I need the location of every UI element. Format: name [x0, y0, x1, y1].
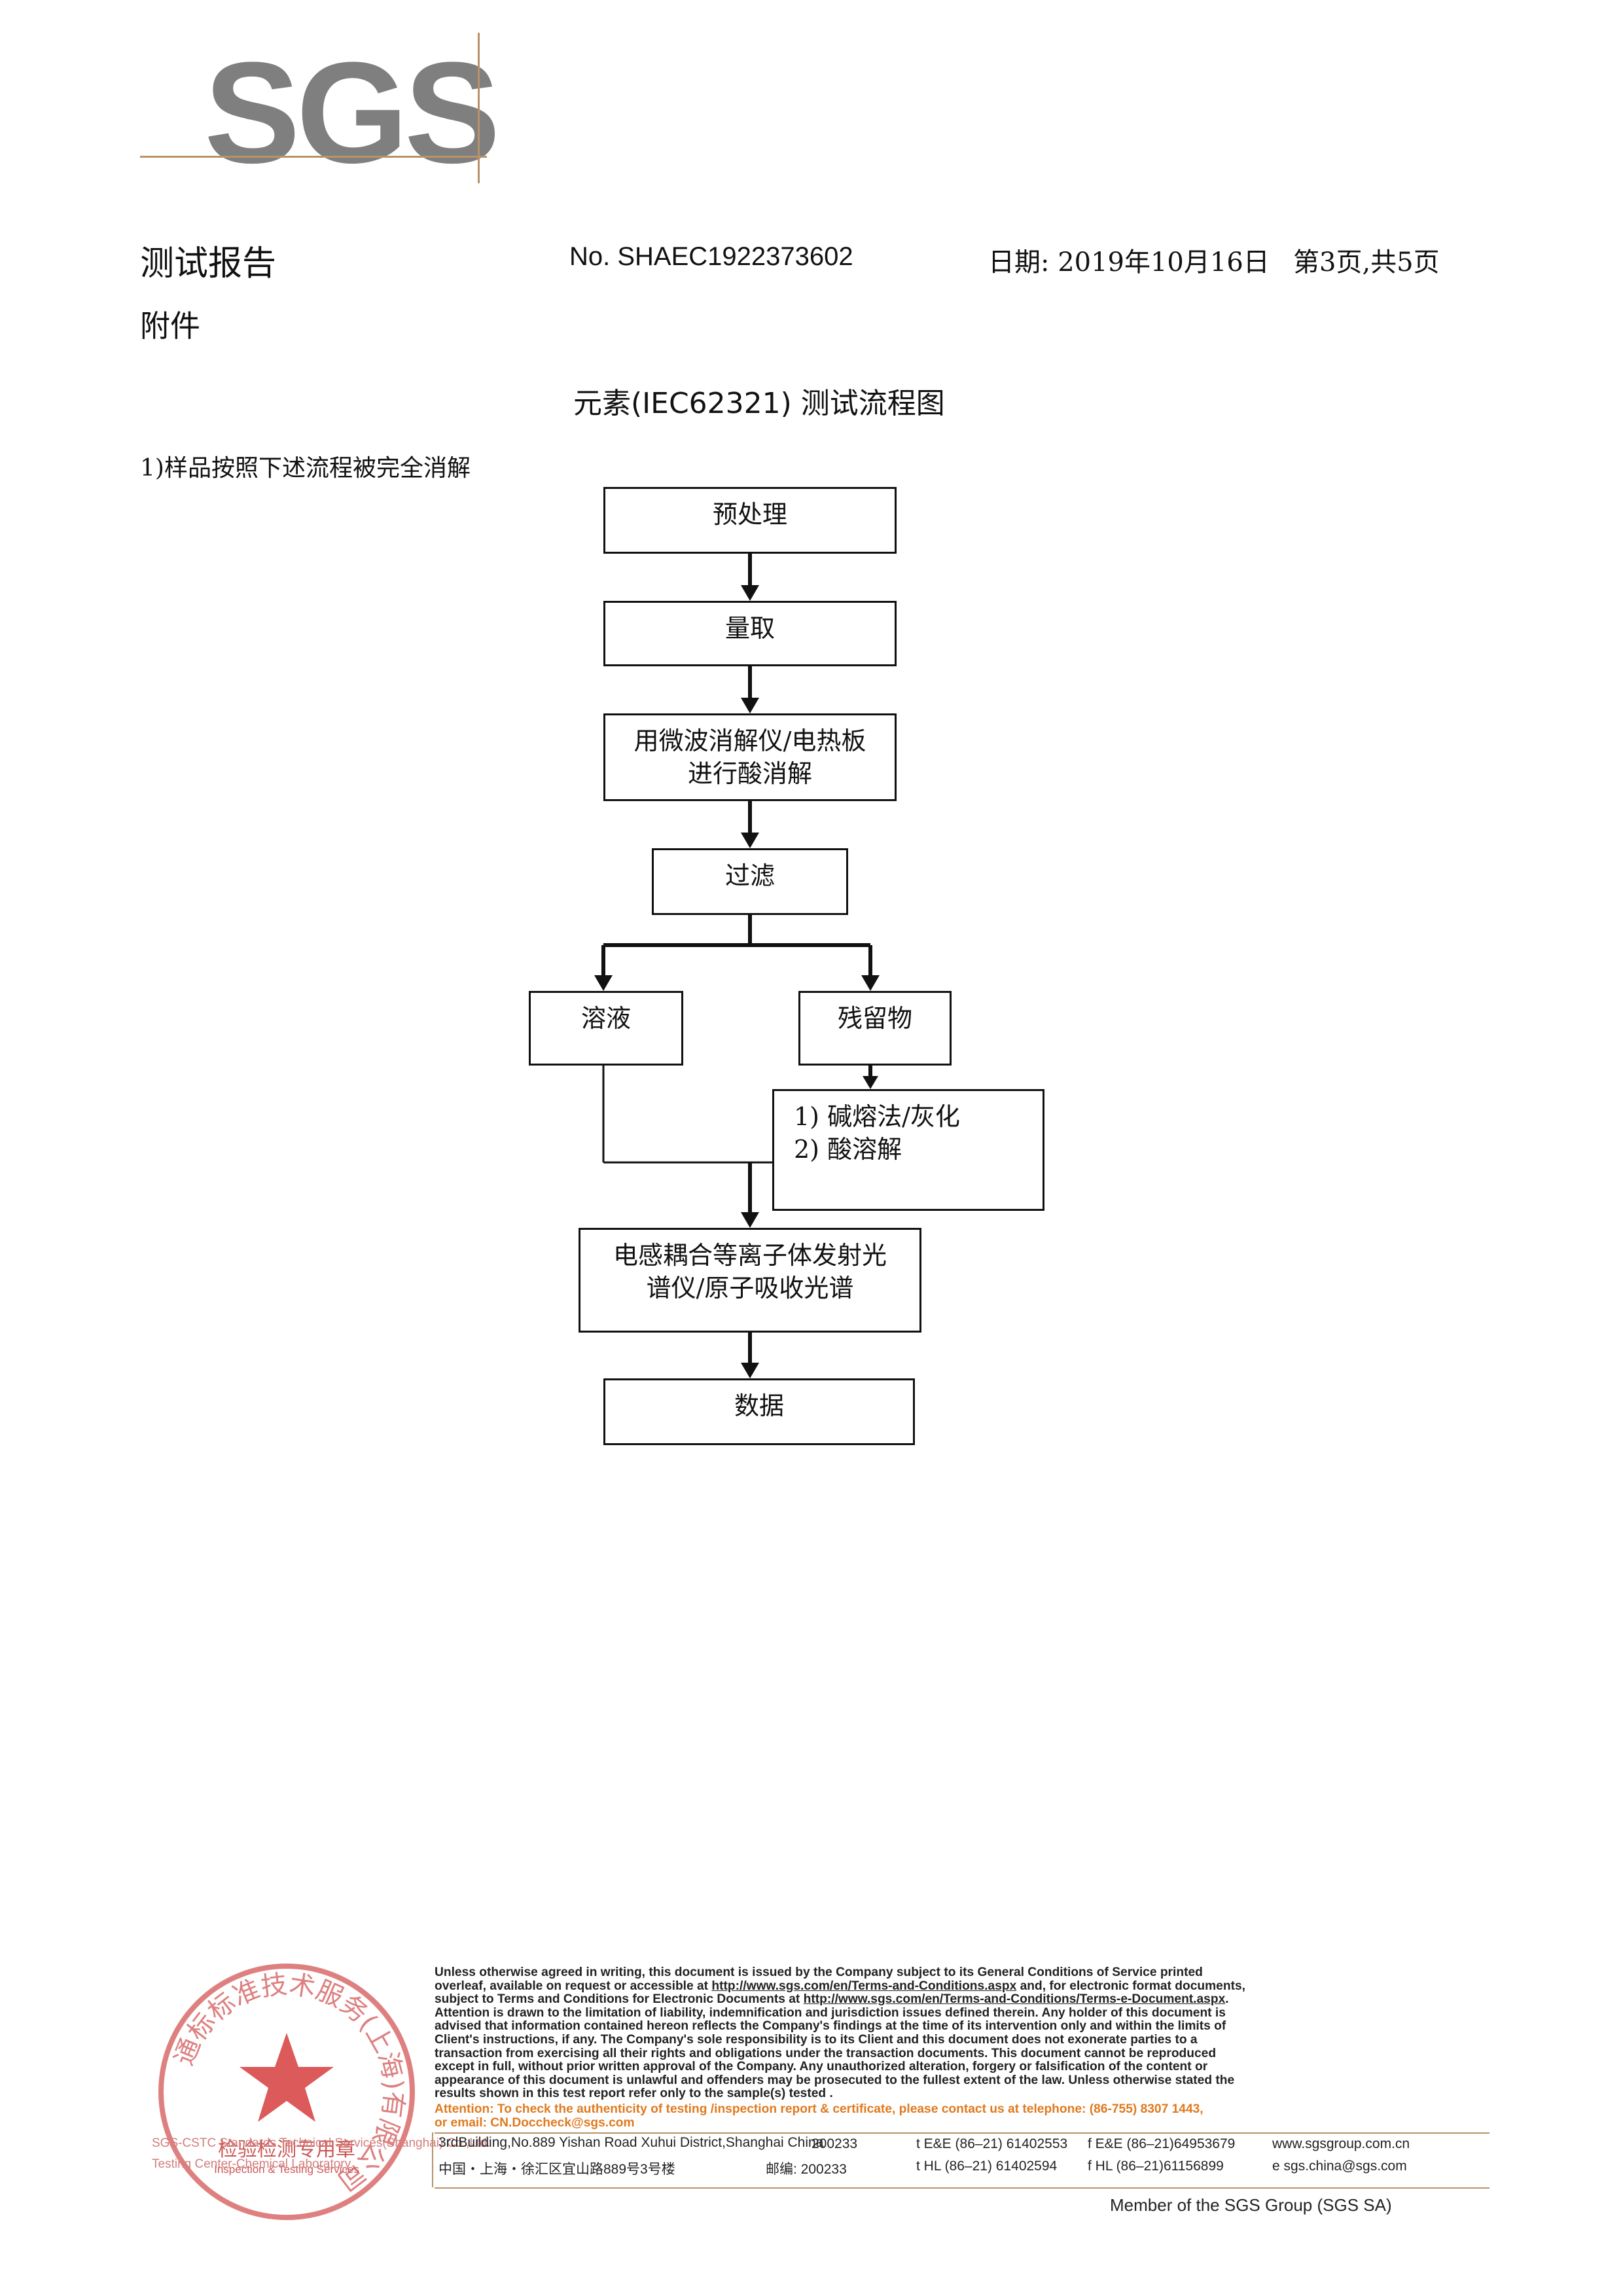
box-residue-treatment: 1) 碱熔法/灰化 2) 酸溶解 [772, 1089, 1044, 1211]
seal-center-en: Inspection & Testing Services [214, 2163, 359, 2176]
arrowhead-digest [741, 698, 759, 713]
box-icp-line1: 电感耦合等离子体发射光 [613, 1241, 887, 1270]
arrowhead-data [741, 1363, 759, 1378]
arrowhead-solution [594, 975, 613, 991]
seal-caption-2: Testing Center-Chemical Laboratory [152, 2157, 351, 2171]
box-data: 数据 [603, 1378, 915, 1445]
address-cn: 中国・上海・徐汇区宜山路889号3号楼 [438, 2162, 675, 2177]
postcode-en: 200233 [812, 2136, 858, 2151]
legal-line: transaction from exercising all their ri… [435, 2046, 1217, 2060]
attention-line-1: Attention: To check the authenticity of … [435, 2102, 1204, 2116]
box-filter-label: 过滤 [724, 861, 775, 890]
attachment-label: 附件 [140, 308, 200, 344]
legal-line: Unless otherwise agreed in writing, this… [435, 1965, 1203, 1979]
box-icp-line2: 谱仪/原子吸收光谱 [646, 1274, 854, 1302]
step-intro: 1)样品按照下述流程被完全消解 [140, 455, 471, 482]
star-icon [240, 2033, 334, 2122]
residue-step-2: 2) 酸溶解 [794, 1135, 902, 1164]
phone-hl: t HL (86–21) 61402594 [916, 2159, 1058, 2174]
logo-underline [140, 156, 487, 158]
legal-line: advised that information contained hereo… [435, 2019, 1226, 2034]
fax-hl: f HL (86–21)61156899 [1088, 2159, 1224, 2174]
page-number: 第3页,共5页 [1293, 247, 1440, 278]
box-measure: 量取 [603, 601, 897, 666]
report-number: No. SHAEC1922373602 [569, 242, 853, 271]
legal-line: appearance of this document is unlawful … [435, 2073, 1235, 2087]
box-pretreatment: 预处理 [603, 487, 897, 554]
legal-line: except in full, without prior written ap… [435, 2060, 1208, 2074]
website[interactable]: www.sgsgroup.com.cn [1272, 2136, 1410, 2151]
report-date: 日期: 2019年10月16日 [988, 247, 1270, 278]
inspection-seal: 通标标准技术服务(上海)有限公司 通标标准技术服务(上海)有限公司 检验检测专用… [158, 1964, 415, 2220]
footer-top-rule [435, 2132, 1489, 2134]
arrowhead-icp [741, 1212, 759, 1228]
phone-ee: t E&E (86–21) 61402553 [916, 2136, 1068, 2151]
arrowhead-filter [741, 833, 759, 848]
report-title: 测试报告 [140, 244, 277, 283]
authenticity-notice: Attention: To check the authenticity of … [435, 2102, 1414, 2130]
address-en: 3rdBuilding,No.889 Yishan Road Xuhui Dis… [438, 2135, 824, 2150]
box-acid-digestion: 用微波消解仪/电热板 进行酸消解 [603, 713, 897, 801]
seal-center-cn: 检验检测专用章 [218, 2138, 355, 2161]
legal-line: subject to Terms and Conditions for Elec… [435, 1992, 1229, 2007]
box-solution: 溶液 [529, 991, 683, 1066]
legal-line: results shown in this test report refer … [435, 2087, 833, 2101]
box-measure-label: 量取 [724, 614, 775, 643]
sgs-member-line: Member of the SGS Group (SGS SA) [1110, 2195, 1392, 2215]
logo-text: SGS [204, 32, 501, 193]
legal-disclaimer: Unless otherwise agreed in writing, this… [435, 1965, 1414, 2101]
flowchart-title: 元素(IEC62321) 测试流程图 [573, 387, 945, 420]
logo-vertical-rule [478, 33, 480, 183]
box-data-label: 数据 [734, 1391, 784, 1420]
box-solution-label: 溶液 [580, 1004, 631, 1033]
arrowhead-measure [741, 585, 759, 601]
arrowhead-steps [863, 1076, 878, 1089]
seal-caption-1: SGS-CSTC Standards Technical Services(Sh… [152, 2136, 491, 2150]
fax-ee: f E&E (86–21)64953679 [1088, 2136, 1236, 2151]
postcode-cn: 邮编: 200233 [766, 2162, 847, 2177]
terms-link[interactable]: http://www.sgs.com/en/Terms-and-Conditio… [711, 1979, 1017, 1993]
box-icp-analysis: 电感耦合等离子体发射光 谱仪/原子吸收光谱 [579, 1228, 921, 1333]
e-document-terms-link[interactable]: http://www.sgs.com/en/Terms-and-Conditio… [803, 1992, 1226, 2007]
legal-line: overleaf, available on request or access… [435, 1979, 1245, 1993]
legal-line: Attention is drawn to the limitation of … [435, 2005, 1226, 2020]
box-residue: 残留物 [798, 991, 952, 1066]
residue-step-1: 1) 碱熔法/灰化 [794, 1102, 960, 1131]
footer-bottom-rule [435, 2187, 1489, 2189]
box-pretreatment-label: 预处理 [712, 500, 787, 529]
arrowhead-residue [861, 975, 880, 991]
box-residue-label: 残留物 [837, 1004, 912, 1033]
footer-vertical-rule [432, 2132, 433, 2187]
box-acid-digestion-line2: 进行酸消解 [687, 759, 812, 788]
attention-email[interactable]: or email: CN.Doccheck@sgs.com [435, 2116, 635, 2130]
email-contact[interactable]: e sgs.china@sgs.com [1272, 2159, 1407, 2174]
box-acid-digestion-line1: 用微波消解仪/电热板 [633, 726, 866, 755]
legal-line: Client's instructions, if any. The Compa… [435, 2032, 1198, 2047]
box-filter: 过滤 [652, 848, 848, 915]
